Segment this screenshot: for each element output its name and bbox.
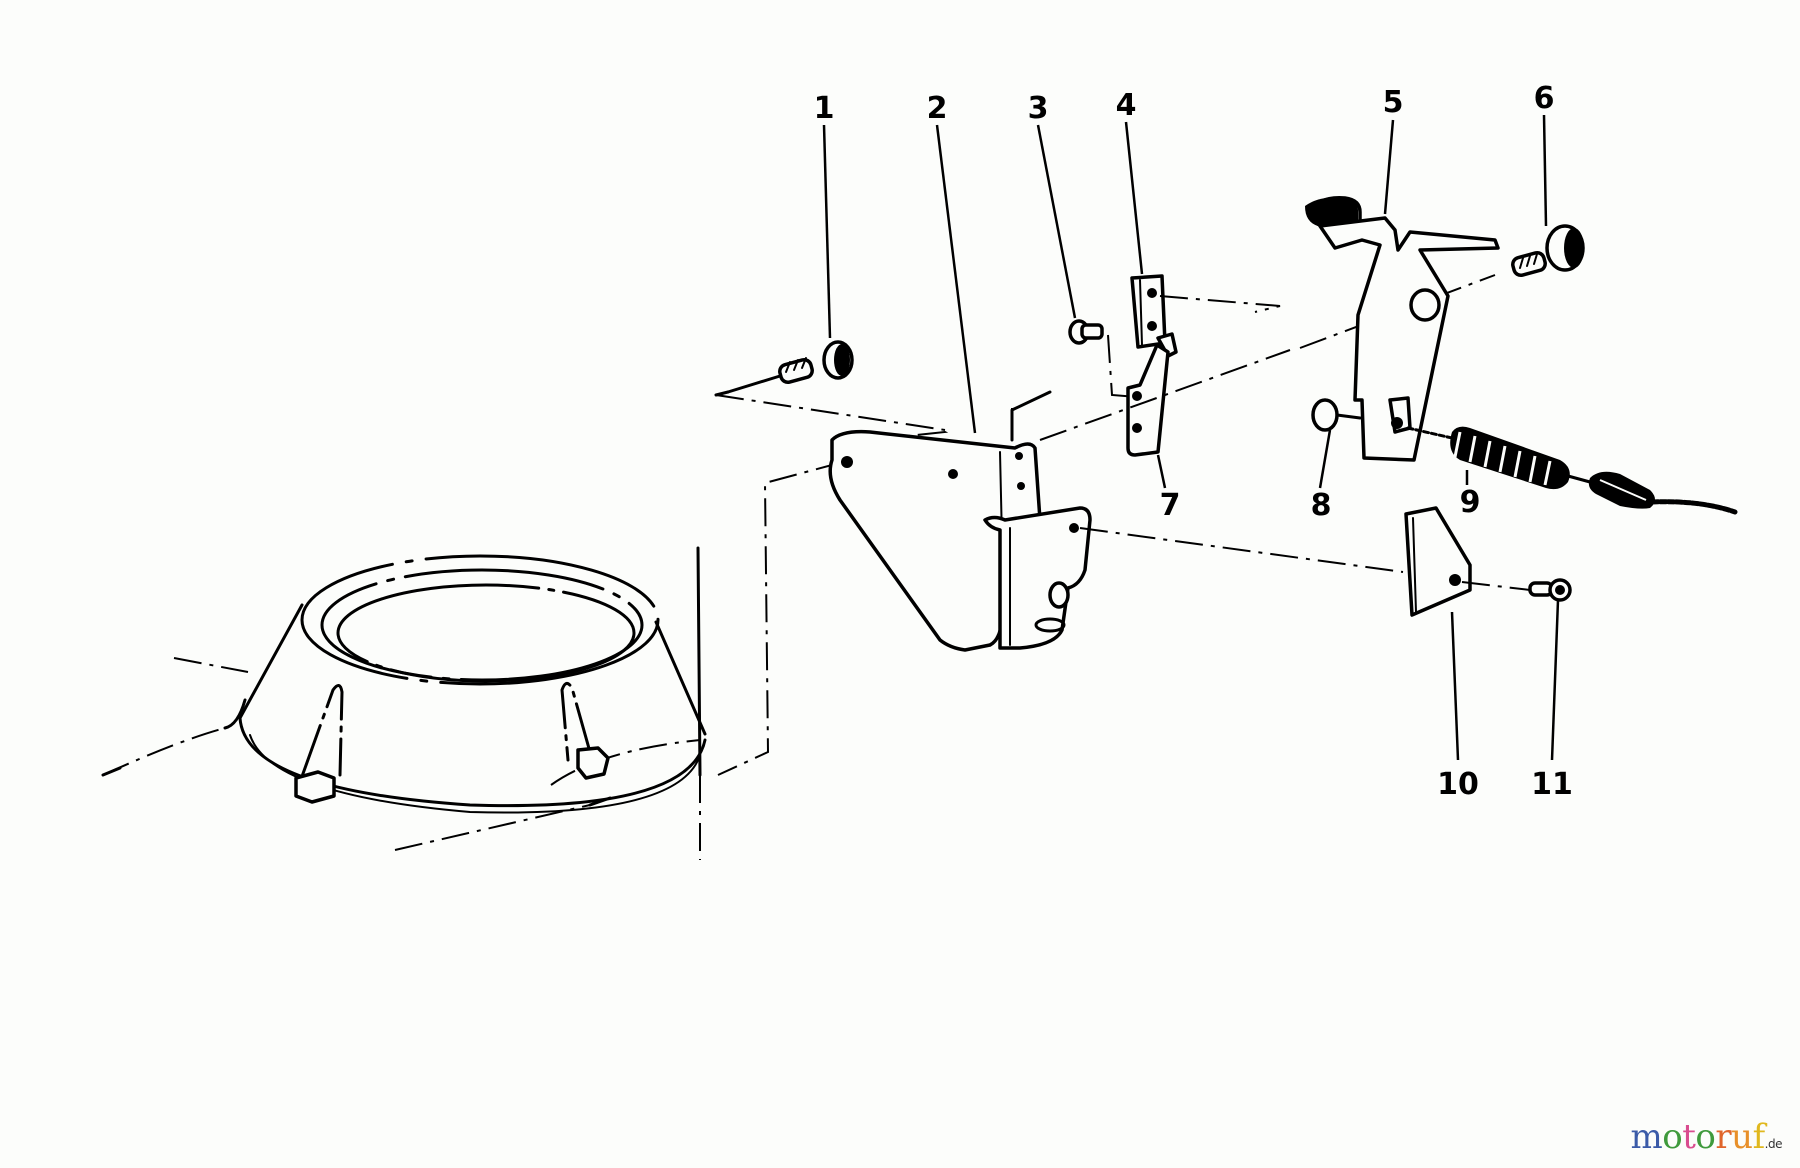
bolt-part-1 — [714, 340, 946, 431]
logo-letter: o — [1695, 1117, 1716, 1157]
callout-10: 10 — [1437, 767, 1479, 802]
link-arm-part-7 — [1126, 343, 1170, 457]
logo-letter: u — [1731, 1117, 1753, 1157]
callout-6: 6 — [1534, 81, 1555, 116]
screw-part-3 — [1068, 319, 1139, 398]
throttle-lever-part-5 — [1305, 196, 1500, 462]
clip-plate-part-4 — [1130, 274, 1281, 358]
callout-3: 3 — [1028, 91, 1049, 126]
callout-9: 9 — [1460, 485, 1481, 520]
center-line — [1039, 349, 1291, 441]
callout-8: 8 — [1311, 488, 1332, 523]
screw-part-11 — [1528, 578, 1572, 602]
leader-lines — [822, 114, 1560, 761]
logo-tld: .de — [1764, 1137, 1783, 1151]
logo-letter: t — [1682, 1117, 1696, 1157]
callout-11: 11 — [1531, 767, 1573, 802]
callout-2: 2 — [927, 91, 948, 126]
logo-letter: m — [1630, 1117, 1663, 1157]
cable-spring-part-9 — [1406, 426, 1738, 515]
shoulder-bolt-part-6 — [1511, 224, 1585, 278]
cable-ferrule-part-8 — [1311, 398, 1362, 432]
callout-4: 4 — [1116, 88, 1137, 123]
logo-letter: o — [1662, 1117, 1683, 1157]
motoruf-watermark-logo: motoruf.de — [1630, 1117, 1783, 1157]
callout-5: 5 — [1383, 85, 1404, 120]
callout-1: 1 — [814, 91, 835, 126]
cable-clamp-part-10 — [1079, 506, 1531, 617]
callout-7: 7 — [1160, 488, 1181, 523]
logo-letter: f — [1752, 1117, 1766, 1157]
engine-housing-cone — [101, 461, 844, 860]
callout-numbers: 1 2 3 4 5 6 7 8 9 10 11 — [814, 81, 1573, 802]
mounting-bracket-part-2 — [828, 390, 1092, 652]
logo-letter: r — [1715, 1117, 1732, 1157]
